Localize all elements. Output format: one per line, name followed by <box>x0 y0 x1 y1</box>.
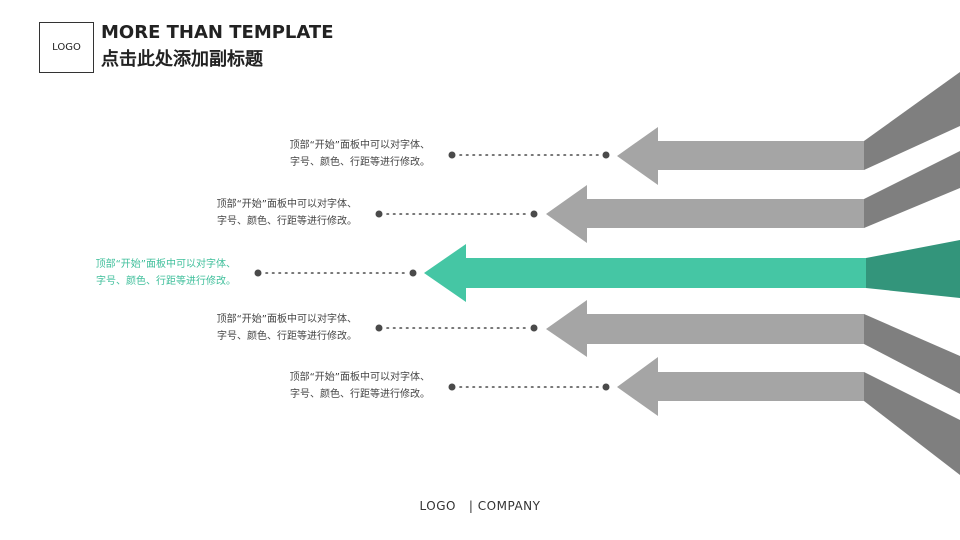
arrow-side-1 <box>864 72 960 170</box>
item-text-1: 顶部“开始”面板中可以对字体、 字号、颜色、行距等进行修改。 <box>290 137 430 171</box>
page-title: MORE THAN TEMPLATE <box>101 22 334 43</box>
item-text-3: 顶部“开始”面板中可以对字体、 字号、颜色、行距等进行修改。 <box>96 256 236 290</box>
footer-company: COMPANY <box>477 499 541 513</box>
item-text-4: 顶部“开始”面板中可以对字体、 字号、颜色、行距等进行修改。 <box>217 311 357 345</box>
arrow-1 <box>617 127 864 185</box>
footer-separator: | <box>468 499 474 513</box>
arrow-side-5 <box>864 372 960 475</box>
logo-text: LOGO <box>52 42 81 53</box>
connector-dot-end <box>530 324 538 332</box>
connector-dot-start <box>448 383 456 391</box>
item-line-2: 字号、颜色、行距等进行修改。 <box>217 331 357 342</box>
arrow-2 <box>546 185 864 243</box>
footer-logo: LOGO <box>419 499 456 513</box>
item-line-1: 顶部“开始”面板中可以对字体、 <box>289 140 430 151</box>
item-line-1: 顶部“开始”面板中可以对字体、 <box>95 259 236 270</box>
item-text-2: 顶部“开始”面板中可以对字体、 字号、颜色、行距等进行修改。 <box>217 196 357 230</box>
connector-dot-start <box>375 324 383 332</box>
arrow-5 <box>617 357 864 416</box>
footer: LOGO | COMPANY <box>0 499 960 513</box>
connector-dot-start <box>254 269 262 277</box>
arrow-4 <box>546 300 864 357</box>
connector-dot-end <box>602 151 610 159</box>
connector-dot-start <box>375 210 383 218</box>
arrow-3-highlight <box>424 244 866 302</box>
connector-2 <box>375 210 538 218</box>
connector-1 <box>448 151 610 159</box>
connector-3 <box>254 269 417 277</box>
connector-dot-start <box>448 151 456 159</box>
item-line-1: 顶部“开始”面板中可以对字体、 <box>216 199 357 210</box>
connector-4 <box>375 324 538 332</box>
logo-box: LOGO <box>39 22 94 73</box>
connector-dot-end <box>530 210 538 218</box>
connector-dot-end <box>409 269 417 277</box>
item-line-2: 字号、颜色、行距等进行修改。 <box>290 157 430 168</box>
item-line-2: 字号、颜色、行距等进行修改。 <box>290 389 430 400</box>
item-line-1: 顶部“开始”面板中可以对字体、 <box>216 314 357 325</box>
arrow-side-3 <box>866 240 960 298</box>
item-line-2: 字号、颜色、行距等进行修改。 <box>217 216 357 227</box>
item-line-2: 字号、颜色、行距等进行修改。 <box>96 276 236 287</box>
connector-5 <box>448 383 610 391</box>
item-line-1: 顶部“开始”面板中可以对字体、 <box>289 372 430 383</box>
arrow-side-4 <box>864 314 960 394</box>
arrow-side-2 <box>864 151 960 228</box>
connector-dot-end <box>602 383 610 391</box>
item-text-5: 顶部“开始”面板中可以对字体、 字号、颜色、行距等进行修改。 <box>290 369 430 403</box>
page-subtitle: 点击此处添加副标题 <box>101 49 263 70</box>
